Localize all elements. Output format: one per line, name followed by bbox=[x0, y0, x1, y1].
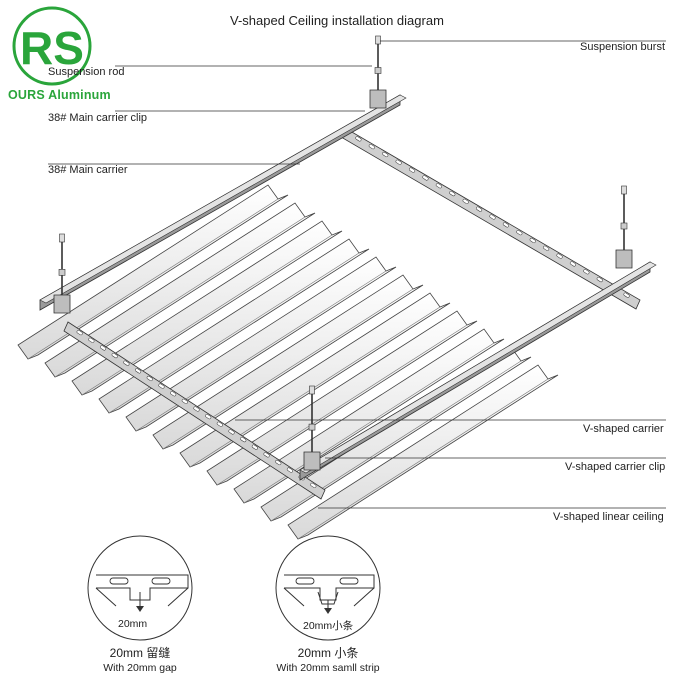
v-carrier bbox=[63, 321, 326, 500]
detail-gap bbox=[87, 535, 193, 641]
v-shaped-carriers bbox=[63, 127, 641, 500]
main-carrier-clip bbox=[369, 89, 387, 109]
main-carrier-clip bbox=[303, 451, 321, 471]
detail-strip-caption-en: With 20mm samll strip bbox=[276, 662, 380, 674]
detail-gap-width: 20mm bbox=[118, 618, 148, 630]
brand-logo: RS bbox=[4, 4, 134, 104]
brand-name: OURS Aluminum bbox=[8, 88, 111, 102]
suspension-rod bbox=[615, 185, 633, 269]
detail-strip-width: 20mm小条 bbox=[303, 620, 354, 632]
svg-text:RS: RS bbox=[20, 22, 84, 74]
v-carrier bbox=[340, 127, 641, 310]
label-v-shaped-linear-ceiling: V-shaped linear ceiling bbox=[553, 511, 664, 523]
v-linear-strips bbox=[17, 184, 559, 540]
suspension-rods bbox=[53, 35, 633, 471]
label-main-carrier: 38# Main carrier bbox=[48, 164, 128, 176]
main-carrier bbox=[39, 94, 407, 311]
suspension-rod bbox=[53, 233, 71, 314]
label-v-shaped-carrier: V-shaped carrier bbox=[583, 423, 664, 435]
detail-strip bbox=[275, 535, 381, 641]
label-main-carrier-clip: 38# Main carrier clip bbox=[48, 112, 148, 124]
main-carrier-clip bbox=[615, 249, 633, 269]
v-strip-fold bbox=[270, 360, 522, 522]
label-suspension-burst: Suspension burst bbox=[580, 41, 665, 53]
leader-lines bbox=[48, 40, 666, 509]
suspension-rod bbox=[303, 385, 321, 471]
label-v-shaped-carrier-clip: V-shaped carrier clip bbox=[565, 461, 666, 473]
diagram-title: V-shaped Ceiling installation diagram bbox=[230, 13, 444, 28]
logo-mark-icon: RS bbox=[12, 6, 92, 86]
main-carrier-clip bbox=[53, 294, 71, 314]
label-suspension-rod: Suspension rod bbox=[48, 66, 125, 78]
suspension-rod bbox=[369, 35, 387, 109]
detail-gap-caption-en: With 20mm gap bbox=[103, 662, 177, 674]
v-strip-fold bbox=[297, 378, 549, 540]
detail-strip-caption-cn: 20mm 小条 bbox=[297, 646, 359, 660]
detail-gap-caption-cn: 20mm 留缝 bbox=[109, 646, 171, 660]
